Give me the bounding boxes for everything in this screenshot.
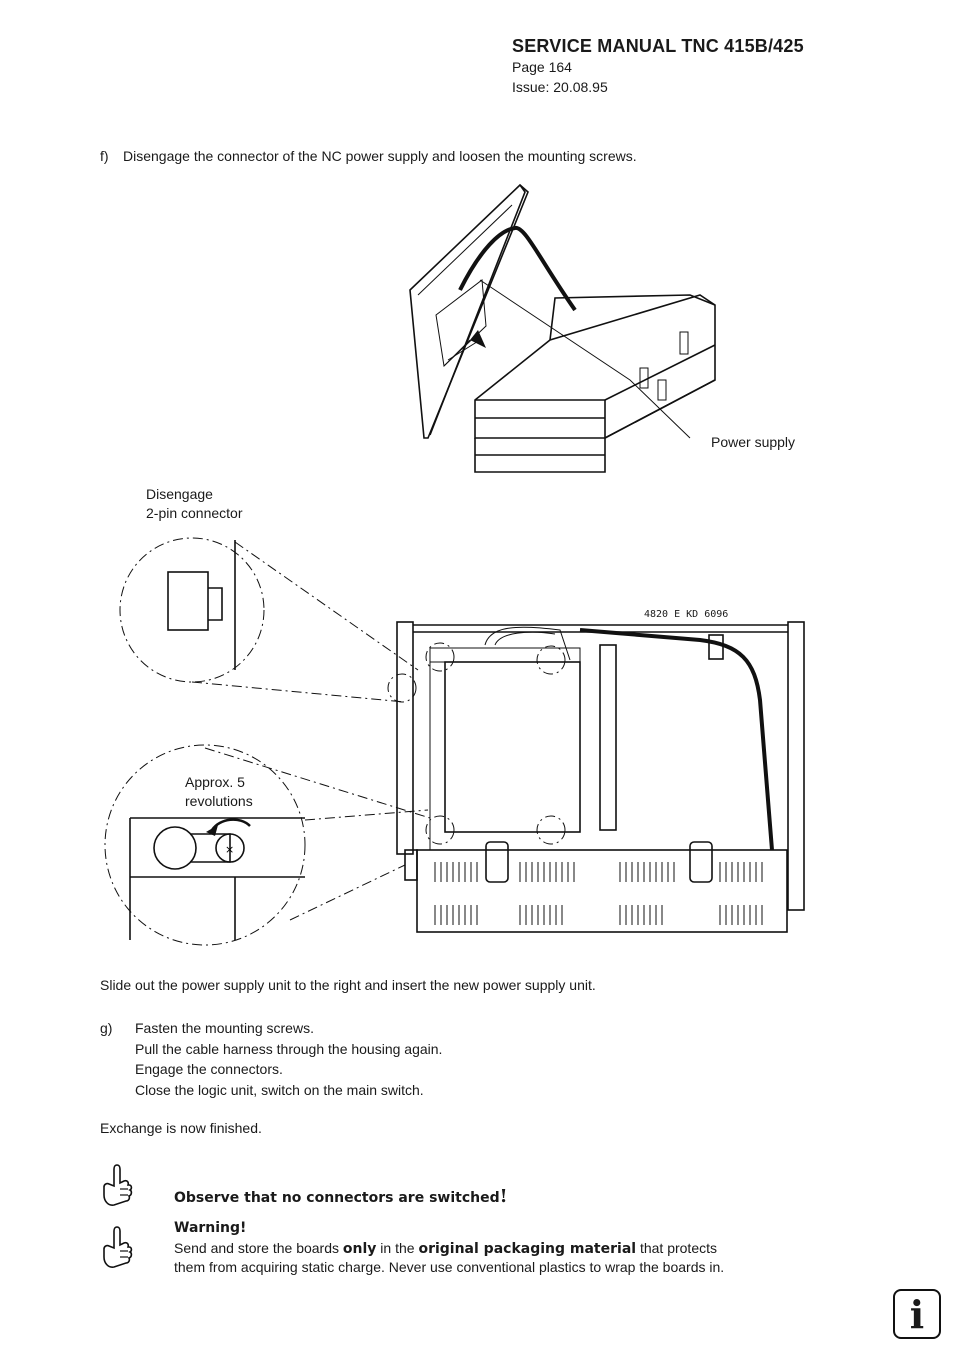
- page-number: Page 164: [512, 59, 572, 75]
- observe-text: Observe that no connectors are switched: [174, 1190, 500, 1206]
- label-approx-5: Approx. 5: [185, 774, 245, 790]
- step-g-line: Pull the cable harness through the housi…: [135, 1041, 443, 1057]
- drawing-code: 4820 E KD 6096: [644, 609, 729, 620]
- observe-note: Observe that no connectors are switched!: [174, 1186, 508, 1207]
- warning-post: that protects: [636, 1240, 717, 1256]
- warning-only: only: [342, 1241, 377, 1257]
- finished-text: Exchange is now finished.: [100, 1120, 262, 1136]
- warning-text-line1: Send and store the boards only in the or…: [174, 1239, 717, 1259]
- step-f-text: Disengage the connector of the NC power …: [123, 148, 637, 164]
- label-2pin-connector: 2-pin connector: [146, 505, 243, 521]
- manual-title: SERVICE MANUAL TNC 415B/425: [512, 36, 804, 56]
- step-f-marker: f): [100, 148, 109, 164]
- label-power-supply: Power supply: [711, 434, 796, 450]
- info-icon: i: [893, 1289, 941, 1339]
- slide-out-instruction: Slide out the power supply unit to the r…: [100, 977, 596, 993]
- label-disengage: Disengage: [146, 486, 213, 502]
- step-g-marker: g): [100, 1020, 113, 1036]
- warning-text-line2: them from acquiring static charge. Never…: [174, 1259, 725, 1275]
- warning-packaging: original packaging material: [418, 1241, 637, 1257]
- warning-pre: Send and store the boards: [174, 1240, 343, 1256]
- issue-date: Issue: 20.08.95: [512, 79, 608, 95]
- step-g-line: Close the logic unit, switch on the main…: [135, 1082, 424, 1098]
- pointing-hand-icon: [103, 1164, 133, 1206]
- figure-logic-unit-open: [409, 183, 716, 473]
- pointing-hand-icon: [103, 1226, 133, 1268]
- observe-exclamation: !: [499, 1186, 508, 1207]
- warning-title: Warning!: [174, 1220, 247, 1236]
- svg-text:×: ×: [225, 843, 234, 856]
- step-g-line: Fasten the mounting screws.: [135, 1020, 314, 1036]
- warning-mid: in the: [376, 1240, 419, 1256]
- figure-housing-top-view: ×: [104, 537, 805, 946]
- step-g-line: Engage the connectors.: [135, 1061, 283, 1077]
- label-revolutions: revolutions: [185, 793, 253, 809]
